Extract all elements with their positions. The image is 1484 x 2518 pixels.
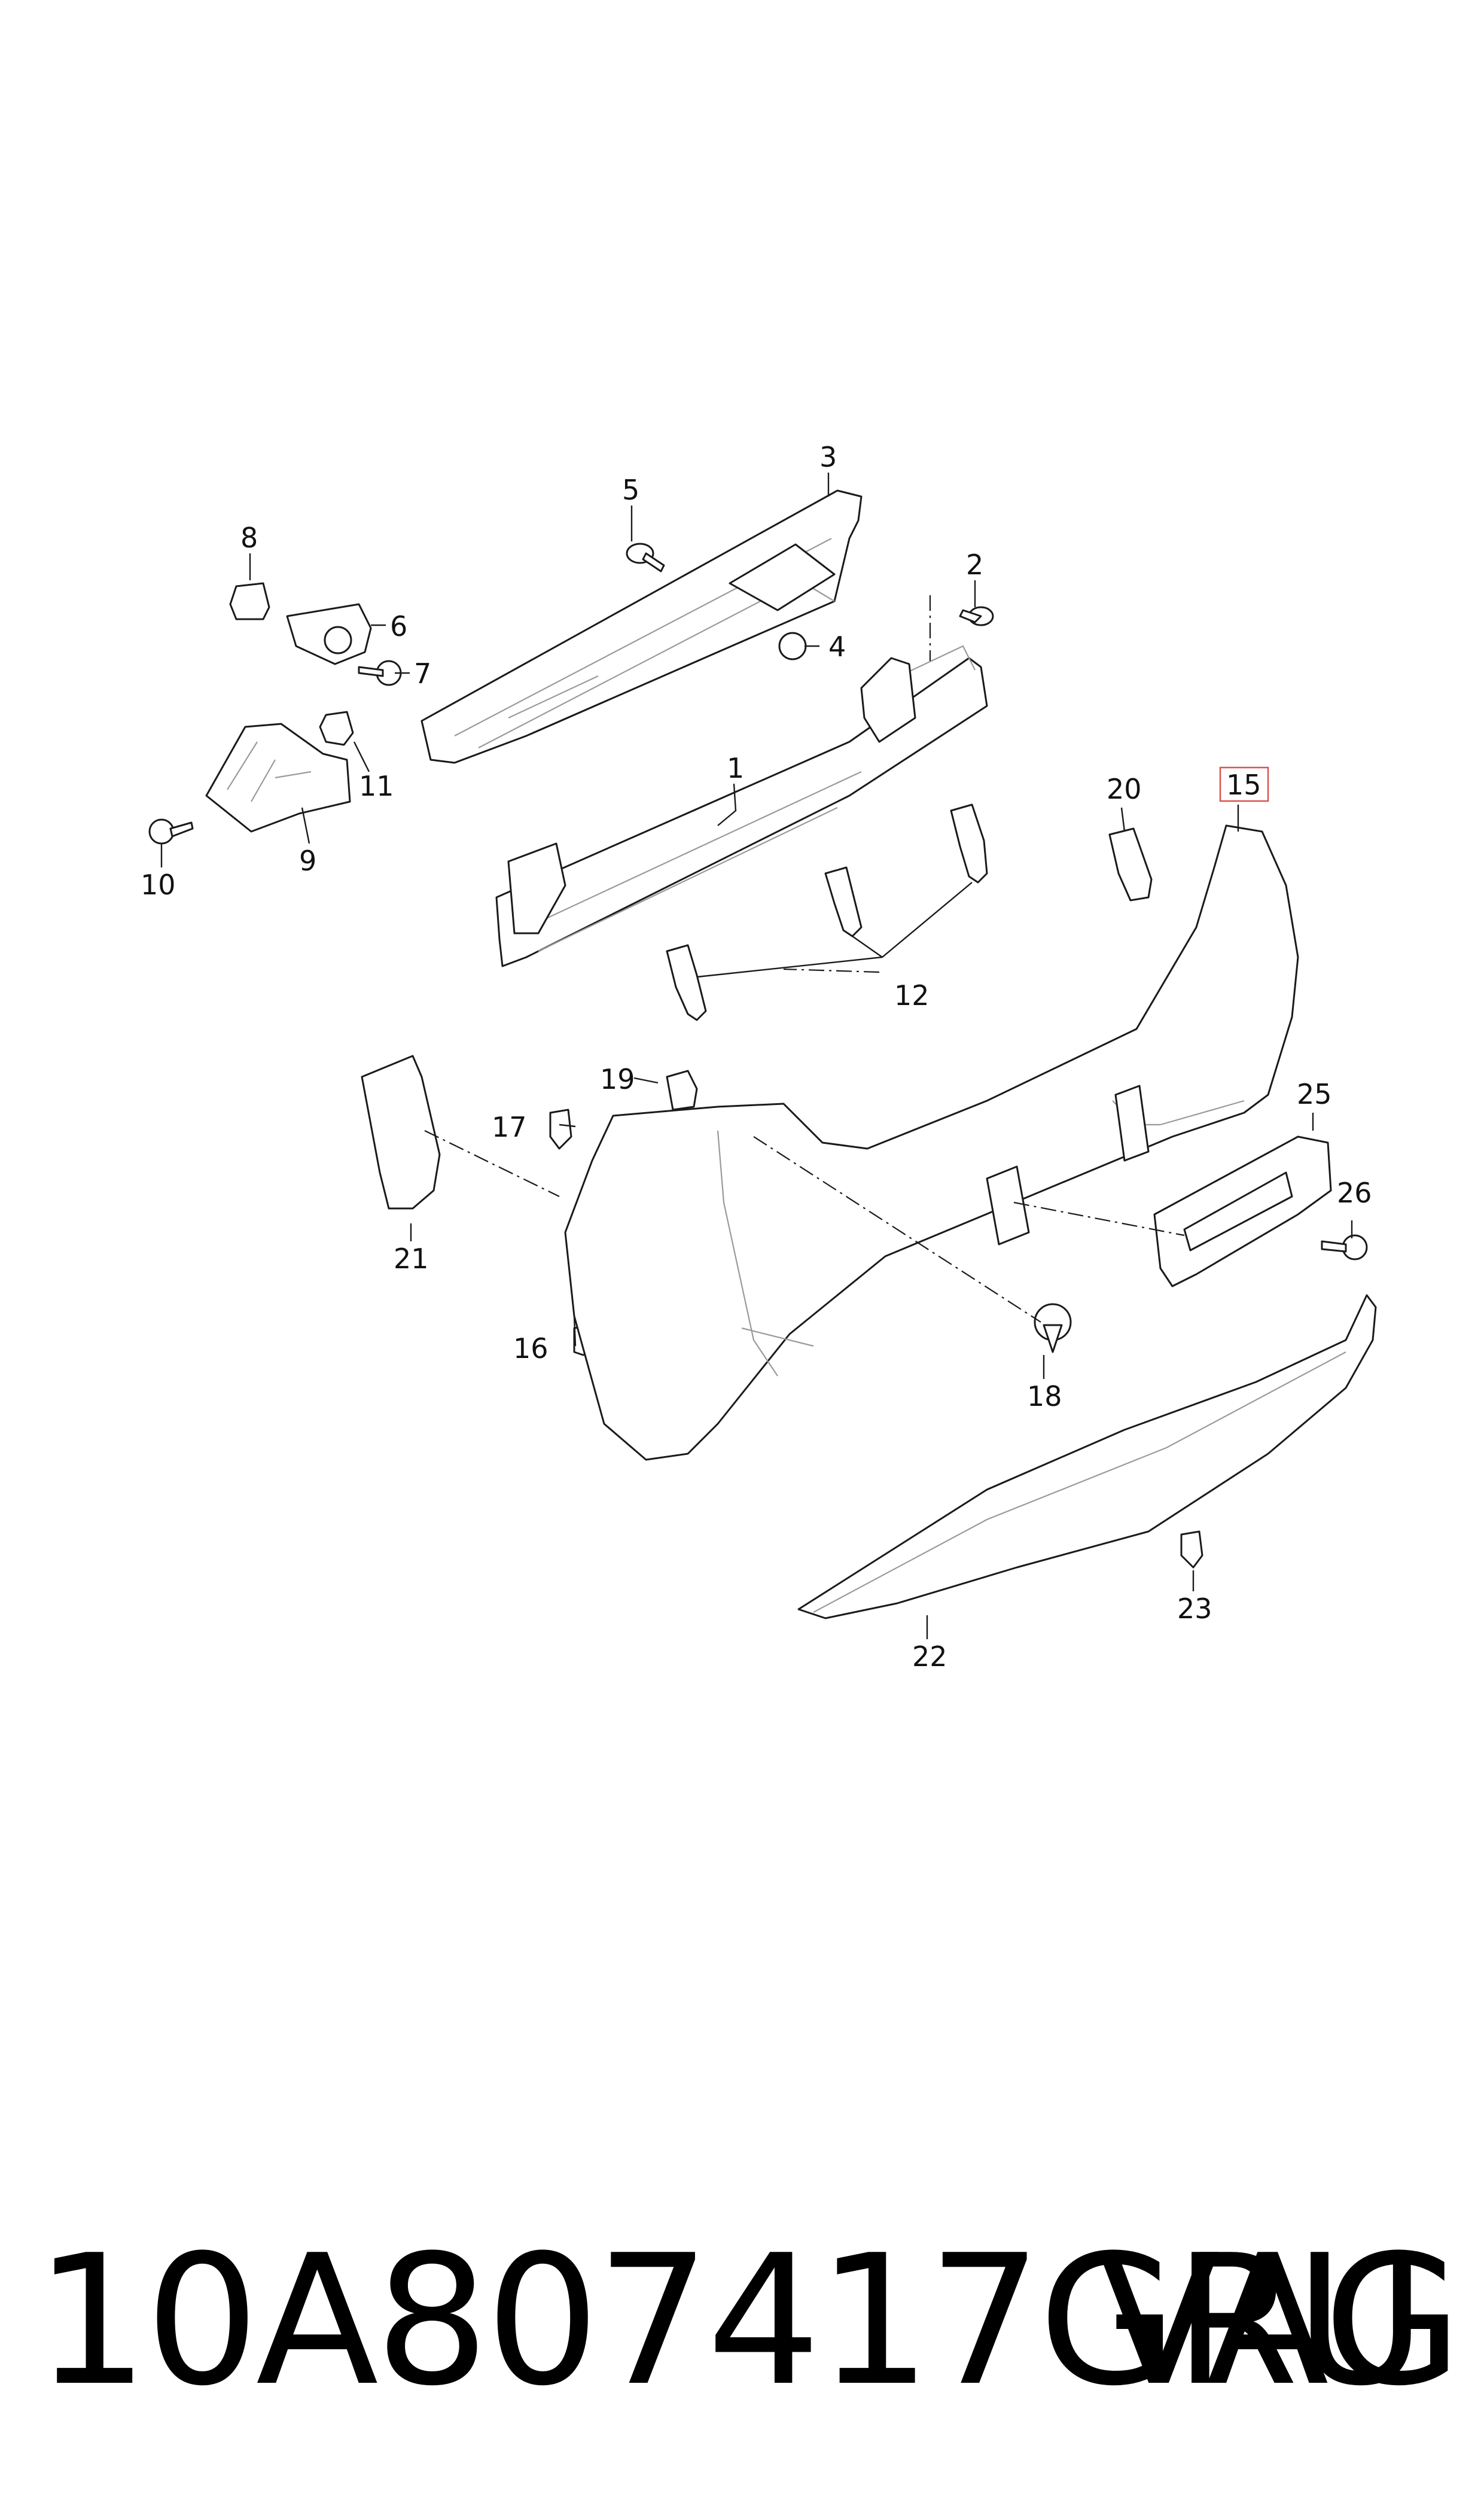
callout-25[interactable]: 25 <box>1297 1078 1332 1110</box>
callout-15-group[interactable]: 15 <box>1219 766 1269 802</box>
callout-11[interactable]: 11 <box>359 770 394 802</box>
callout-7[interactable]: 7 <box>414 657 431 690</box>
leader-lines <box>160 473 1353 1639</box>
part-6-guide-bracket <box>286 603 372 665</box>
callout-16[interactable]: 16 <box>513 1332 548 1365</box>
brand-label: VAG <box>1097 2216 1462 2425</box>
callout-2[interactable]: 2 <box>966 549 983 581</box>
part-15-bumper-cover <box>564 824 1299 1461</box>
part-number: 10A807417GRU <box>35 2216 1427 2425</box>
callout-8[interactable]: 8 <box>240 522 258 554</box>
callout-3[interactable]: 3 <box>819 441 837 473</box>
callout-15[interactable]: 15 <box>1226 769 1261 801</box>
part-21-cover <box>361 1055 441 1210</box>
callout-15-highlight-box <box>1219 766 1269 802</box>
callout-9[interactable]: 9 <box>299 845 316 877</box>
part-12-brackets <box>666 803 988 1021</box>
part-9-side-bracket <box>205 723 351 833</box>
fasteners <box>148 543 1368 1569</box>
part-1-reinforcement <box>495 645 988 967</box>
callout-19[interactable]: 19 <box>600 1063 635 1095</box>
callout-1[interactable]: 1 <box>727 752 744 784</box>
callout-21[interactable]: 21 <box>394 1243 429 1275</box>
part-20-clip <box>1108 827 1153 902</box>
callout-22[interactable]: 22 <box>912 1640 947 1673</box>
callout-23[interactable]: 23 <box>1177 1593 1212 1625</box>
callout-labels: 1 2 3 4 5 6 7 8 9 10 11 12 15 16 17 18 1… <box>141 441 1372 1673</box>
callout-6[interactable]: 6 <box>390 610 407 643</box>
part-22-spoiler <box>797 1294 1377 1619</box>
callout-12[interactable]: 12 <box>894 979 930 1012</box>
callout-17[interactable]: 17 <box>492 1111 527 1143</box>
part-25-plate-bracket <box>1153 1135 1332 1287</box>
callout-26[interactable]: 26 <box>1337 1177 1372 1209</box>
callout-20[interactable]: 20 <box>1107 773 1142 805</box>
callout-10[interactable]: 10 <box>141 869 176 901</box>
callout-4[interactable]: 4 <box>828 631 846 663</box>
callout-18[interactable]: 18 <box>1027 1380 1062 1412</box>
assembly-lines <box>424 595 1185 1323</box>
part-3-absorber <box>420 489 863 764</box>
callout-5[interactable]: 5 <box>622 474 639 506</box>
